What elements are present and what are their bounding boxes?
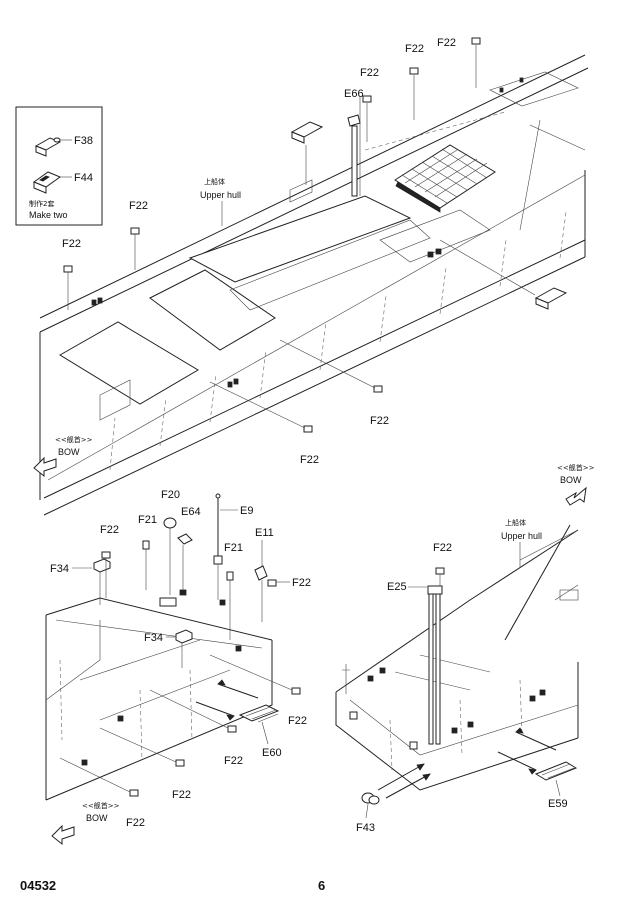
- label-f22-h: F22: [292, 577, 311, 589]
- label-upper-hull-2: Upper hull: [501, 531, 542, 541]
- label-f21-b: F21: [224, 542, 243, 554]
- label-f22-e: F22: [62, 238, 81, 250]
- label-bow-2: BOW: [560, 475, 582, 485]
- bow-arrow-3-icon: [51, 824, 75, 846]
- parts-bottom-right: 上船体 Upper hull E25 F22 E59 F43: [356, 518, 578, 834]
- label-upper-hull-1: Upper hull: [200, 190, 241, 200]
- label-bow-cn-2: <<舰首>>: [557, 463, 595, 472]
- label-f22-j: F22: [288, 715, 307, 727]
- label-e66: E66: [344, 88, 364, 100]
- label-f34-b: F34: [144, 632, 163, 644]
- deck-edge-details: [91, 77, 524, 388]
- label-make-two: Make two: [29, 210, 68, 220]
- label-f43: F43: [356, 822, 375, 834]
- label-f22-i: F22: [100, 524, 119, 536]
- label-f22-n: F22: [433, 542, 452, 554]
- label-e25: E25: [387, 581, 407, 593]
- label-e59: E59: [548, 798, 568, 810]
- label-f38: F38: [74, 135, 93, 147]
- label-f22-f: F22: [370, 415, 389, 427]
- label-f22-c: F22: [360, 67, 379, 79]
- label-f21-a: F21: [138, 514, 157, 526]
- label-bow-cn-1: <<舰首>>: [55, 435, 93, 444]
- label-bow-3: BOW: [86, 813, 108, 823]
- grid-platform: [394, 144, 496, 213]
- parts-top: F22 F22 F22 E66 上船体 Upper hull F22 F22: [33, 37, 595, 506]
- label-f34-a: F34: [50, 563, 69, 575]
- parts-bottom-left: F20 E64 E9 F21 F21 E11 F22 F34 F3: [50, 489, 311, 846]
- part-f38-drawing: [34, 137, 62, 157]
- label-f22-k: F22: [224, 755, 243, 767]
- bow-arrow-1-icon: [33, 456, 57, 478]
- inset-make-two: F38 F44 制作2套 Make two: [15, 106, 103, 226]
- label-f22-b: F22: [405, 43, 424, 55]
- footer-page-number: 6: [318, 878, 325, 893]
- top-hull: [39, 54, 589, 516]
- bow-arrow-2-icon: [565, 486, 587, 506]
- label-e9: E9: [240, 505, 253, 517]
- label-e64: E64: [181, 506, 201, 518]
- footer-code: 04532: [20, 878, 56, 893]
- label-f22-l: F22: [172, 789, 191, 801]
- label-e11: E11: [255, 527, 274, 539]
- label-f44: F44: [74, 172, 93, 184]
- label-f22-a: F22: [437, 37, 456, 49]
- bottom-right-hull: [335, 524, 579, 791]
- label-e60: E60: [262, 747, 282, 759]
- label-make-two-cn: 制作2套: [29, 199, 54, 208]
- label-upper-hull-cn-2: 上船体: [505, 518, 526, 527]
- label-f22-d: F22: [129, 200, 148, 212]
- label-f22-g: F22: [300, 454, 319, 466]
- label-f20: F20: [161, 489, 180, 501]
- label-bow-1: BOW: [58, 447, 80, 457]
- bottom-left-hull: [45, 589, 273, 801]
- label-bow-cn-3: <<舰首>>: [82, 801, 120, 810]
- label-f22-m: F22: [126, 817, 145, 829]
- label-upper-hull-cn-1: 上船体: [204, 177, 225, 186]
